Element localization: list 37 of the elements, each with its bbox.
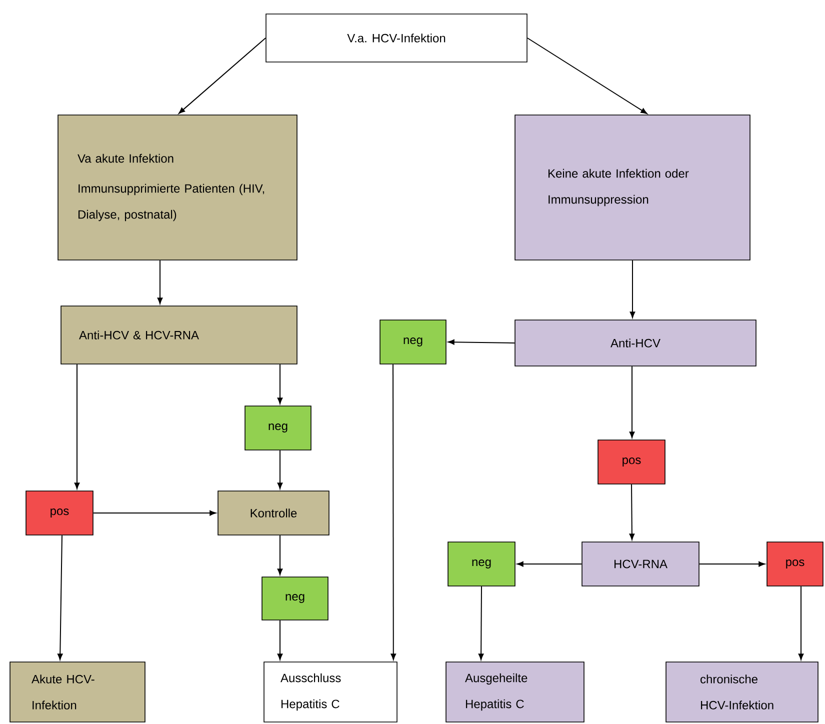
arrow bbox=[630, 260, 636, 318]
arrow bbox=[629, 484, 635, 540]
test-box: HCV-RNA bbox=[582, 542, 700, 586]
result-box: neg bbox=[262, 576, 328, 620]
result-box: pos bbox=[598, 440, 666, 484]
test-box: Anti-HCV bbox=[514, 320, 756, 366]
arrow bbox=[277, 534, 283, 576]
test-box: Anti-HCV & HCV-RNA bbox=[60, 306, 298, 364]
result-box: neg bbox=[244, 406, 312, 450]
result-box: pos bbox=[26, 490, 94, 536]
arrow bbox=[58, 534, 63, 660]
arrow bbox=[478, 586, 484, 660]
arrow bbox=[390, 364, 396, 660]
arrow bbox=[157, 260, 163, 304]
result-box: neg bbox=[448, 542, 516, 586]
start-box: V.a. HCV-Infektion bbox=[266, 14, 528, 62]
process-box: Va akute Infektion Immunsupprimierte Patienten (HIV, Dialyse, postnatal) bbox=[58, 114, 298, 260]
arrow bbox=[74, 364, 80, 490]
arrow bbox=[448, 339, 516, 345]
arrow bbox=[178, 38, 266, 114]
test-box: Kontrolle bbox=[218, 490, 330, 536]
result-box: pos bbox=[766, 542, 824, 586]
arrow bbox=[629, 366, 635, 438]
process-box: Keine akute Infektion oder Immunsuppression bbox=[514, 114, 750, 260]
arrow bbox=[526, 38, 648, 114]
outcome-box: chronische HCV-Infektion bbox=[666, 662, 818, 722]
outcome-box: Akute HCV-Infektion bbox=[10, 662, 146, 722]
arrow bbox=[798, 586, 804, 660]
arrow bbox=[277, 450, 283, 490]
arrow bbox=[92, 510, 216, 516]
outcome-box: Ausschluss Hepatitis C bbox=[264, 662, 398, 722]
result-box: neg bbox=[380, 320, 446, 364]
arrow bbox=[277, 364, 283, 404]
outcome-box: Ausgeheilte Hepatitis C bbox=[446, 662, 584, 722]
arrow bbox=[698, 561, 766, 567]
arrow bbox=[277, 620, 283, 660]
arrow bbox=[516, 561, 582, 567]
